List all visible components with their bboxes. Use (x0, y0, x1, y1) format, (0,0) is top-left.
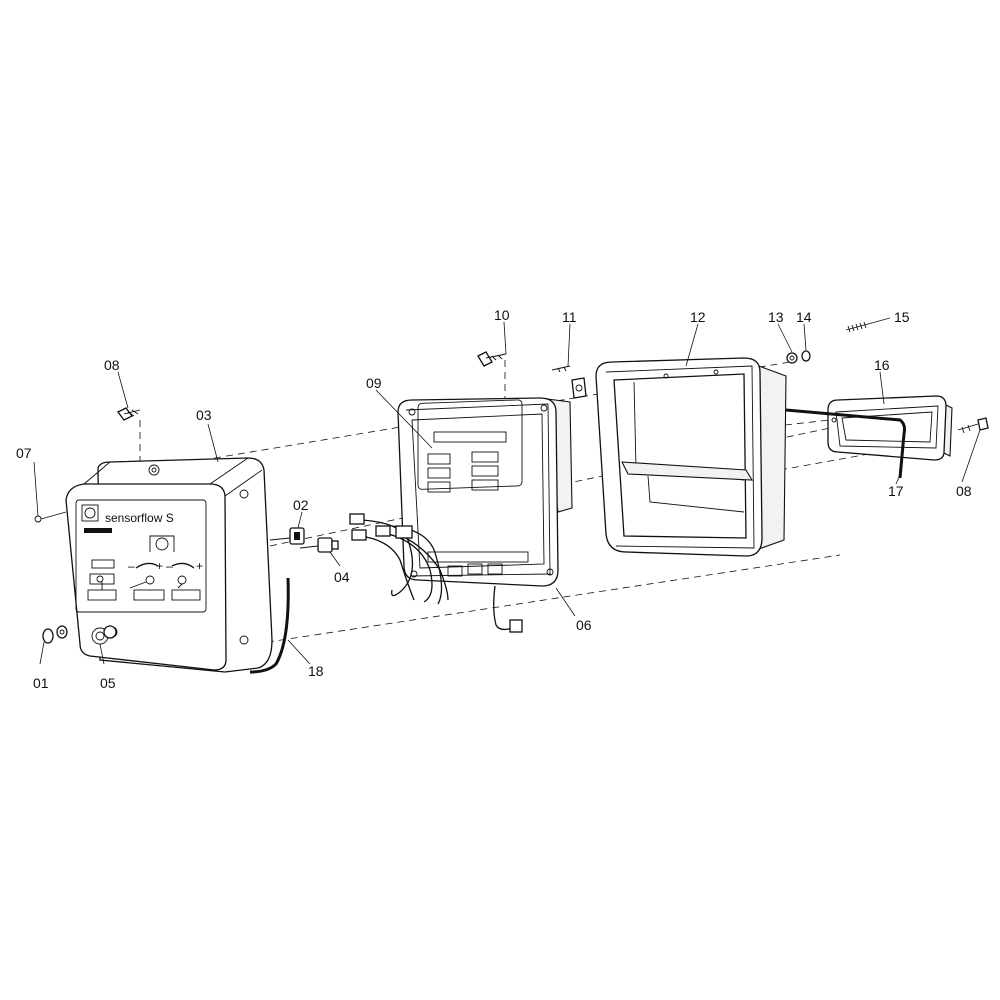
callout-09: 09 (366, 375, 382, 391)
callout-05: 05 (100, 675, 116, 691)
callout-11: 11 (562, 309, 577, 325)
cable-18 (249, 577, 290, 674)
nut-14 (801, 350, 811, 362)
svg-text:–: – (128, 559, 135, 573)
callout-labels: 01 02 03 04 05 06 07 08 08 09 10 11 12 1… (16, 307, 972, 691)
callout-17: 17 (888, 483, 904, 499)
callout-02: 02 (293, 497, 309, 513)
callout-12: 12 (690, 309, 706, 325)
callout-16: 16 (874, 357, 890, 373)
brand-label: sensorflow S (105, 511, 174, 525)
cable-17 (785, 408, 906, 479)
callout-18: 18 (308, 663, 324, 679)
screw-08-right (957, 417, 989, 434)
callout-01: 01 (33, 675, 49, 691)
callout-14: 14 (796, 309, 812, 325)
callout-06: 06 (576, 617, 592, 633)
switch-02 (269, 527, 305, 545)
cover-plate-16 (827, 395, 953, 461)
wiring-harness (349, 513, 523, 633)
knob-01 (42, 625, 68, 644)
nut-05 (103, 625, 117, 639)
screw-10 (477, 351, 507, 367)
callout-08-left: 08 (104, 357, 120, 373)
wall-box-12 (595, 357, 787, 557)
callout-03: 03 (196, 407, 212, 423)
washer-13 (786, 352, 798, 364)
svg-text:–: – (166, 559, 173, 573)
svg-text:+: + (196, 559, 203, 573)
threaded-rod-15 (845, 321, 869, 333)
screw-07 (34, 511, 67, 523)
callout-08-right: 08 (956, 483, 972, 499)
potentiometer-04 (299, 537, 339, 553)
leader-lines (33, 317, 981, 665)
callout-15: 15 (894, 309, 910, 325)
screw-11 (551, 365, 587, 399)
front-cover: sensorflow S – + – + (65, 457, 273, 673)
pcb-components-09 (427, 431, 507, 493)
callout-10: 10 (494, 307, 510, 323)
svg-text:+: + (156, 559, 163, 573)
callout-07: 07 (16, 445, 32, 461)
callout-04: 04 (334, 569, 350, 585)
screw-08-left (117, 407, 141, 421)
callout-13: 13 (768, 309, 784, 325)
